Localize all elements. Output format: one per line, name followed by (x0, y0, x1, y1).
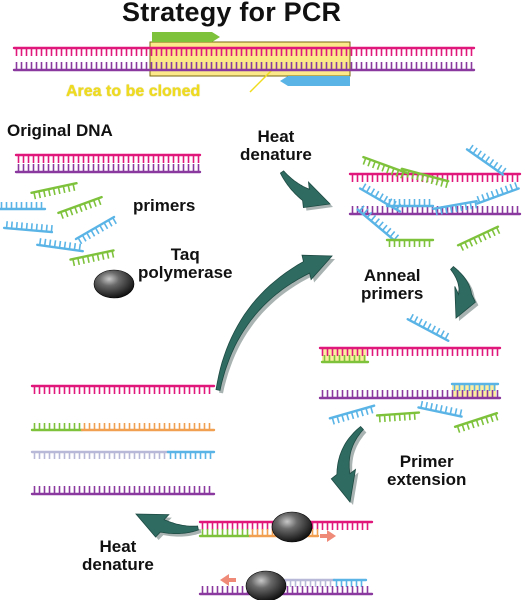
heat-denature-1-line1: Heat (257, 127, 295, 146)
synthesis-arrow-forward (320, 530, 336, 542)
dn-primer-8 (476, 182, 520, 205)
clone-pointer-line (249, 69, 273, 93)
taq-label-line1: Taq (170, 245, 200, 264)
primer-3 (57, 195, 103, 219)
primer-extension-line1: Primer (399, 452, 454, 471)
heat-denature-label-1: Heat denature (240, 128, 312, 164)
product-3-primer (166, 450, 216, 459)
taq-polymerase-label: Taq polymerase (138, 246, 233, 282)
an-primer-4 (417, 400, 463, 418)
primer-5 (74, 215, 117, 245)
anneal-line1: Anneal (363, 266, 421, 285)
primer-7 (69, 249, 115, 267)
arrow-primer-extension (330, 425, 367, 505)
synthesis-arrow-reverse (220, 574, 236, 586)
primer-extension-line2: extension (387, 469, 467, 489)
top-template-strand-upper (12, 46, 476, 56)
product-strand-4 (30, 486, 216, 496)
taq-polymerase-1 (93, 269, 135, 299)
anneal-primers-label: Anneal primers (361, 267, 423, 303)
heat-denature-label-2: Heat denature (82, 538, 154, 574)
annealed-bottom-strand (318, 390, 502, 400)
primer-extension-label: Primer extension (387, 453, 466, 489)
an-primer-2 (328, 404, 376, 425)
denatured-bottom-strand (348, 206, 522, 216)
arrow-heat-denature-1 (279, 170, 333, 211)
an-primer-1 (406, 313, 450, 342)
product-2-new (80, 423, 216, 432)
arrow-heat-denature-2 (135, 513, 202, 540)
taq-polymerase-2 (271, 511, 313, 543)
dn-primer-10 (456, 225, 501, 251)
reverse-primer-bar (280, 76, 350, 86)
heat-denature-2-line1: Heat (99, 537, 137, 556)
area-to-be-cloned-label: Area to be cloned (66, 83, 201, 100)
original-dna-label: Original DNA (7, 121, 113, 140)
an-primer-5 (453, 412, 499, 433)
dn-primer-2 (400, 167, 450, 189)
anneal-line2: primers (361, 283, 424, 303)
product-strand-1 (30, 384, 216, 394)
arrow-cycle-return (215, 254, 335, 394)
dn-primer-9 (385, 238, 435, 247)
dn-primer-7 (432, 199, 478, 216)
heat-denature-1-line2: denature (240, 144, 312, 164)
annealed-primer-reverse (450, 382, 500, 391)
taq-label-line2: polymerase (138, 262, 233, 282)
primers-label: primers (133, 196, 196, 215)
primer-2 (0, 202, 47, 211)
original-dna-bottom (14, 164, 202, 174)
top-template-strand-lower (12, 62, 476, 72)
annealed-primer-forward (320, 355, 370, 364)
forward-primer-bar (152, 32, 220, 42)
arrow-anneal (450, 266, 479, 321)
dn-primer-1 (362, 155, 408, 179)
heat-denature-2-line2: denature (82, 554, 154, 574)
dn-primer-3 (465, 144, 507, 176)
annealed-top-strand (318, 346, 502, 356)
extension-primer-reverse (332, 578, 368, 587)
primer-1 (30, 182, 78, 200)
taq-polymerase-3 (245, 570, 287, 600)
dn-primer-5 (356, 205, 400, 242)
original-dna-top (14, 153, 202, 163)
primer-6 (36, 238, 84, 253)
an-primer-3 (375, 411, 421, 423)
extension-primer-forward (198, 529, 252, 538)
primer-4 (2, 221, 54, 234)
dn-primer-6 (385, 199, 435, 208)
product-3-new (30, 450, 170, 459)
product-2-primer (30, 423, 84, 432)
page-title: Strategy for PCR (122, 0, 342, 27)
dn-primer-4 (358, 183, 402, 213)
